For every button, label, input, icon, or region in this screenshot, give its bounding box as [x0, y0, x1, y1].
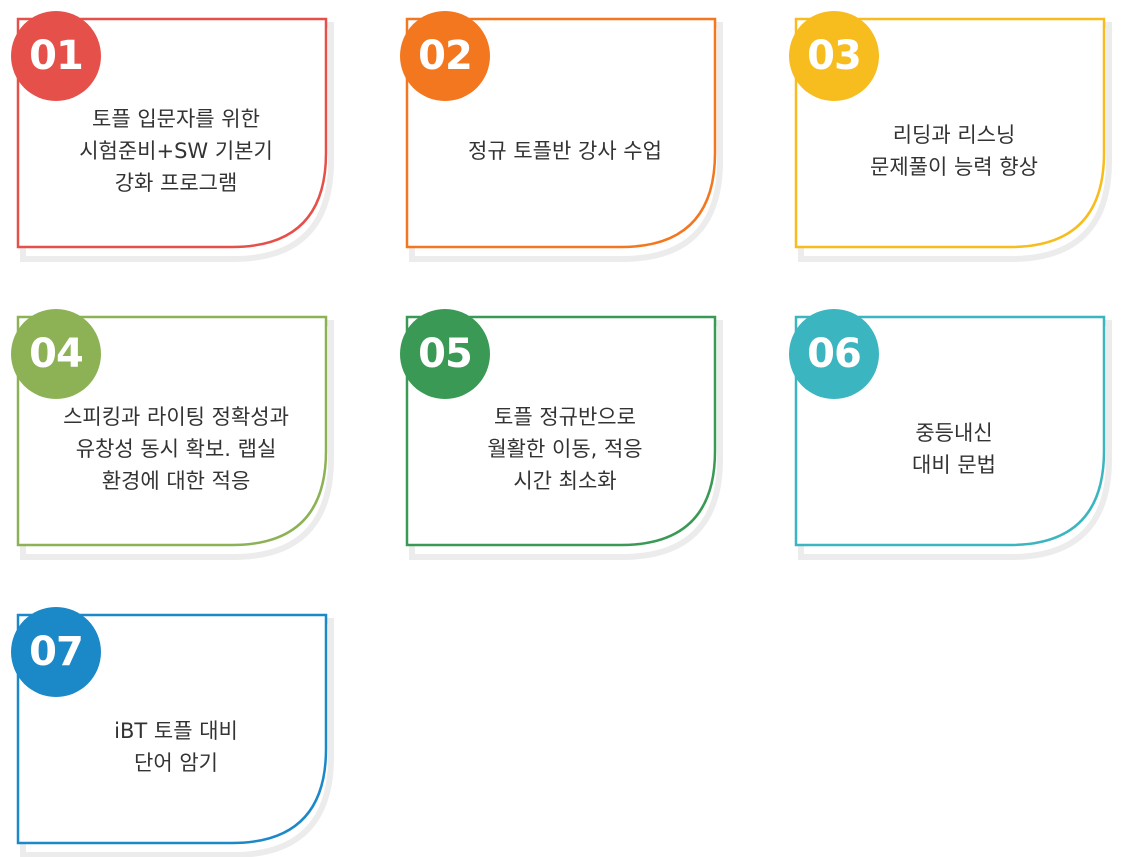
step-number-badge: 04: [11, 309, 101, 399]
card-description: 중등내신 대비 문법: [912, 421, 996, 477]
program-card-03: 03 리딩과 리스닝 문제풀이 능력 향상: [789, 11, 1119, 262]
step-number-badge: 02: [400, 11, 490, 101]
card-description: 토플 입문자를 위한 시험준비+SW 기본기 강화 프로그램: [79, 107, 273, 195]
card-description: 스피킹과 라이팅 정확성과 유창성 동시 확보. 랩실 환경에 대한 적응: [63, 405, 289, 493]
card-description: 토플 정규반으로 월활한 이동, 적응 시간 최소화: [487, 405, 643, 493]
program-card-05: 05 토플 정규반으로 월활한 이동, 적응 시간 최소화: [400, 309, 730, 560]
program-card-06: 06 중등내신 대비 문법: [789, 309, 1119, 560]
step-number-badge: 05: [400, 309, 490, 399]
program-card-07: 07 iBT 토플 대비 단어 암기: [11, 607, 341, 857]
step-number-badge: 03: [789, 11, 879, 101]
card-description: 정규 토플반 강사 수업: [468, 139, 662, 163]
card-description: iBT 토플 대비 단어 암기: [114, 719, 238, 775]
step-number-badge: 01: [11, 11, 101, 101]
step-number-badge: 06: [789, 309, 879, 399]
program-card-04: 04 스피킹과 라이팅 정확성과 유창성 동시 확보. 랩실 환경에 대한 적응: [11, 309, 341, 560]
program-card-02: 02 정규 토플반 강사 수업: [400, 11, 730, 262]
card-description: 리딩과 리스닝 문제풀이 능력 향상: [870, 123, 1038, 179]
step-number-badge: 07: [11, 607, 101, 697]
program-card-01: 01 토플 입문자를 위한 시험준비+SW 기본기 강화 프로그램: [11, 11, 341, 262]
